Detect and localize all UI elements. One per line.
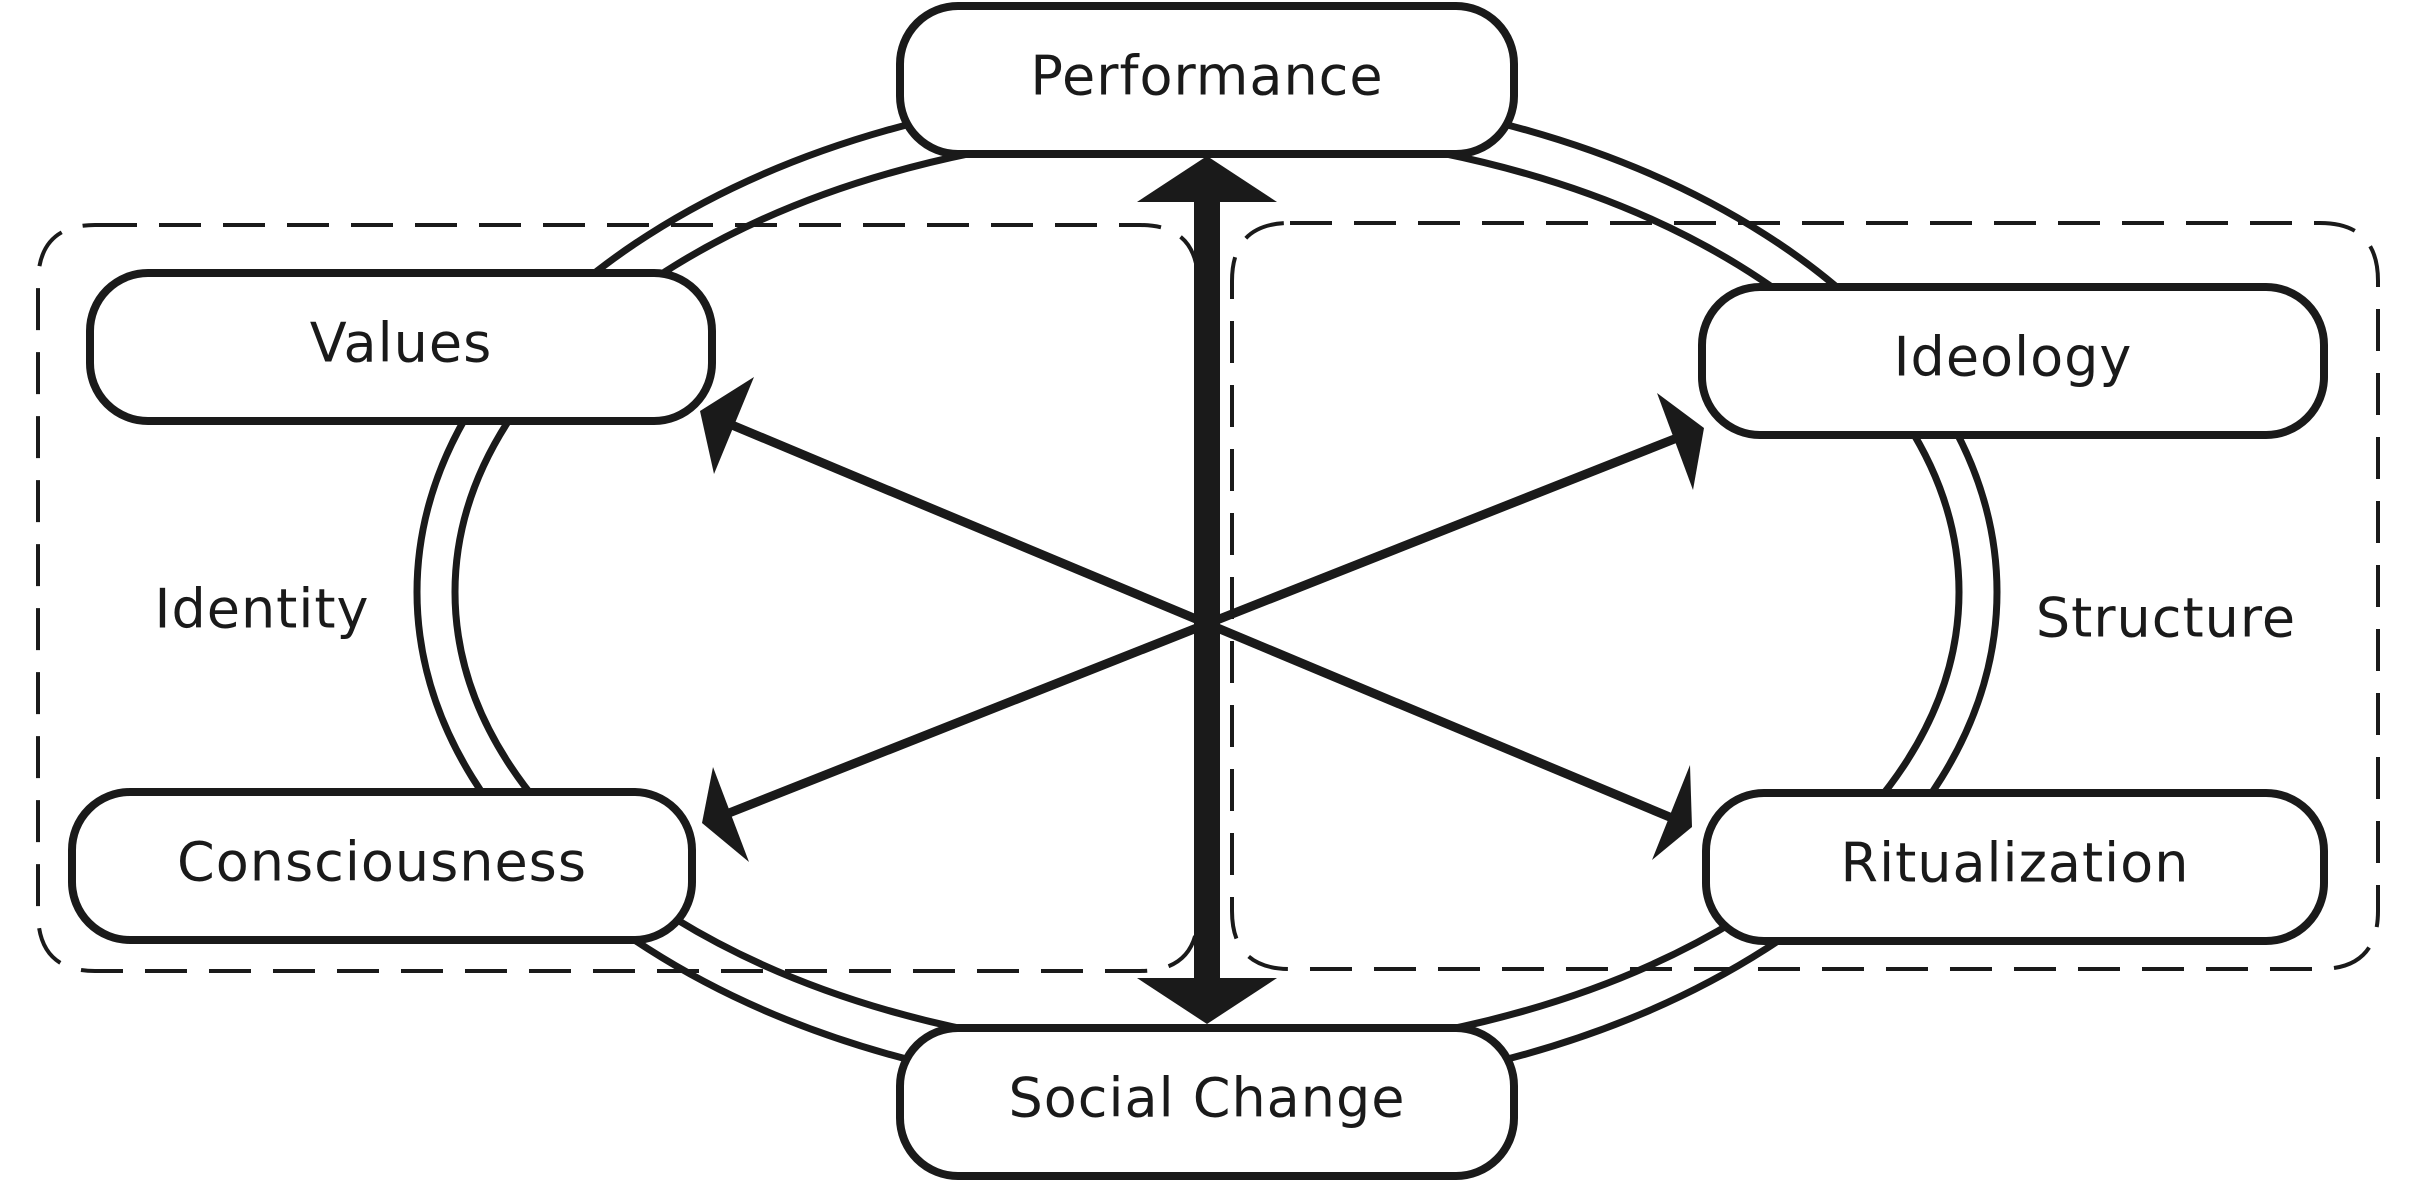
social-change-label: Social Change xyxy=(1008,1067,1405,1130)
identity-group-box xyxy=(36,223,1200,973)
arrowhead-consciousness xyxy=(702,767,749,862)
structure-label: Structure xyxy=(2036,587,2296,650)
arrowhead-ideology xyxy=(1657,393,1704,490)
node-ideology: Ideology xyxy=(1698,283,2328,439)
arrowhead-values xyxy=(700,377,754,474)
values-label: Values xyxy=(310,312,492,375)
node-performance: Performance xyxy=(896,2,1518,158)
arrowhead-performance xyxy=(1137,156,1277,202)
arrow-performance-social-change xyxy=(1137,156,1277,1024)
performance-label: Performance xyxy=(1030,45,1383,108)
node-consciousness: Consciousness xyxy=(68,788,696,944)
consciousness-label: Consciousness xyxy=(177,831,587,894)
ideology-label: Ideology xyxy=(1894,326,2133,389)
structure-group-box xyxy=(1230,221,2380,971)
arrowhead-ritualization xyxy=(1652,765,1692,860)
node-social-change: Social Change xyxy=(896,1024,1518,1180)
node-ritualization: Ritualization xyxy=(1702,789,2328,945)
identity-label: Identity xyxy=(155,578,370,641)
node-values: Values xyxy=(86,269,716,425)
arrowhead-social-change xyxy=(1137,978,1277,1024)
ritualization-label: Ritualization xyxy=(1841,832,2190,895)
